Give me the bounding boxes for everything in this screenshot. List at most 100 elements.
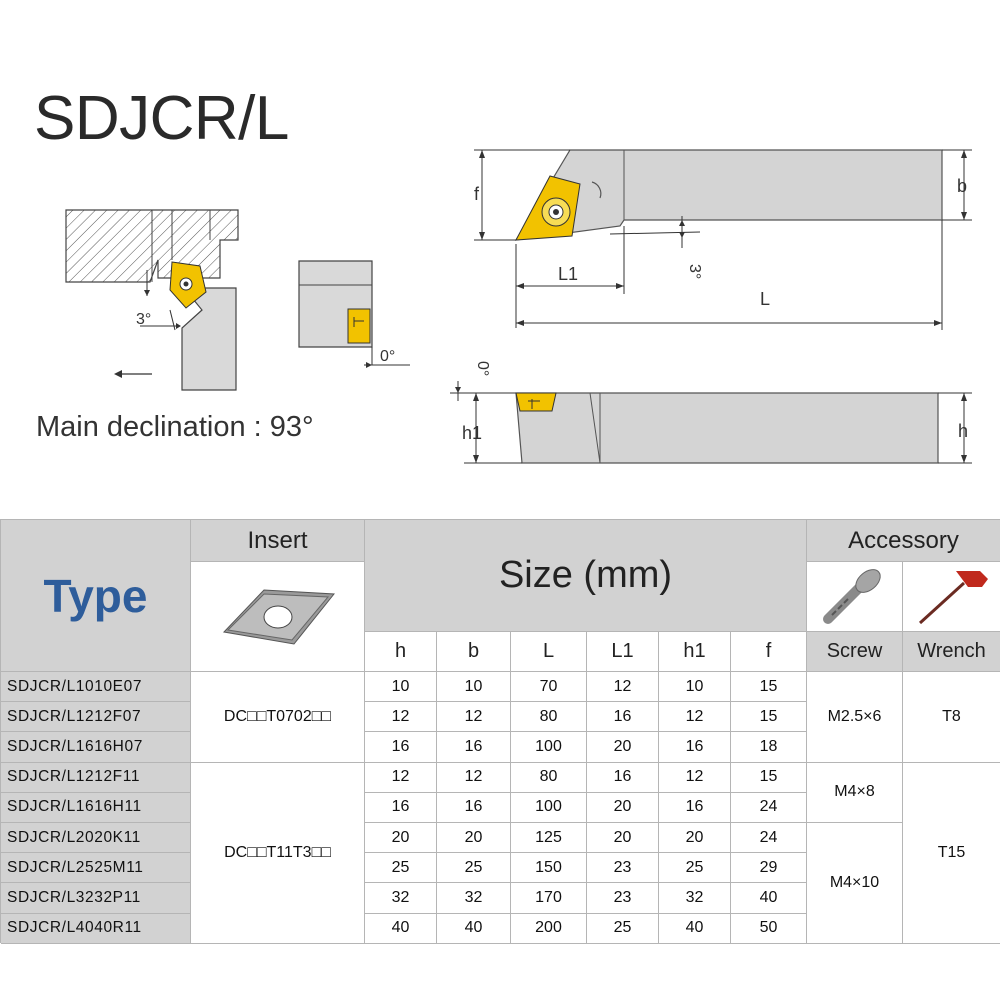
value-cell: 16 xyxy=(587,762,659,793)
type-name-cell: SDJCR/L4040R11 xyxy=(1,913,191,944)
value-cell: 16 xyxy=(659,792,731,823)
type-name-cell: SDJCR/L1616H07 xyxy=(1,732,191,763)
value-cell: 29 xyxy=(731,853,807,884)
value-cell: 80 xyxy=(511,762,587,793)
side-view-schematic: 0° xyxy=(298,260,410,368)
column-header-L1: L1 xyxy=(587,632,659,672)
value-cell: 32 xyxy=(659,883,731,914)
value-cell: 20 xyxy=(437,823,511,854)
type-name-cell: SDJCR/L1010E07 xyxy=(1,672,191,703)
value-cell: 100 xyxy=(511,792,587,823)
value-cell: 24 xyxy=(731,823,807,854)
accessory-header: Accessory xyxy=(807,520,1000,562)
dim-h1-label: h1 xyxy=(462,423,482,443)
value-cell: 10 xyxy=(365,672,437,703)
type-name-cell: SDJCR/L2525M11 xyxy=(1,853,191,884)
screw-cell: M4×8 xyxy=(807,762,903,823)
value-cell: 40 xyxy=(437,913,511,944)
value-cell: 23 xyxy=(587,853,659,884)
type-header: Type xyxy=(1,520,191,672)
size-header: Size (mm) xyxy=(365,520,807,632)
insert-icon xyxy=(222,588,335,645)
screw-cell: M2.5×6 xyxy=(807,672,903,763)
value-cell: 20 xyxy=(587,792,659,823)
value-cell: 15 xyxy=(731,702,807,733)
value-cell: 200 xyxy=(511,913,587,944)
type-name-cell: SDJCR/L1212F07 xyxy=(1,702,191,733)
type-name-cell: SDJCR/L1616H11 xyxy=(1,792,191,823)
value-cell: 12 xyxy=(587,672,659,703)
value-cell: 16 xyxy=(365,732,437,763)
value-cell: 100 xyxy=(511,732,587,763)
value-cell: 70 xyxy=(511,672,587,703)
value-cell: 25 xyxy=(587,913,659,944)
column-header-h: h xyxy=(365,632,437,672)
angle-3-label-top: 3° xyxy=(686,264,703,279)
value-cell: 15 xyxy=(731,762,807,793)
value-cell: 40 xyxy=(659,913,731,944)
value-cell: 40 xyxy=(731,883,807,914)
type-name-cell: SDJCR/L1212F11 xyxy=(1,762,191,793)
main-declination-label: Main declination : 93° xyxy=(36,411,314,443)
value-cell: 12 xyxy=(659,762,731,793)
screw-icon xyxy=(822,568,881,624)
insert-code-cell: DC□□T0702□□ xyxy=(191,672,365,763)
screw-image-cell xyxy=(807,562,903,632)
value-cell: 16 xyxy=(659,732,731,763)
value-cell: 10 xyxy=(659,672,731,703)
value-cell: 24 xyxy=(731,792,807,823)
value-cell: 12 xyxy=(437,702,511,733)
tool-top-view: f b 3° L1 L xyxy=(474,149,972,330)
value-cell: 32 xyxy=(365,883,437,914)
value-cell: 16 xyxy=(437,792,511,823)
wrench-image-cell xyxy=(903,562,1000,632)
column-header-h1: h1 xyxy=(659,632,731,672)
dim-b-label: b xyxy=(957,176,967,196)
value-cell: 15 xyxy=(731,672,807,703)
value-cell: 16 xyxy=(587,702,659,733)
workpiece xyxy=(65,209,239,283)
column-header-L: L xyxy=(511,632,587,672)
tool-holder xyxy=(169,261,237,391)
column-header-b: b xyxy=(437,632,511,672)
insert-header: Insert xyxy=(191,520,365,562)
wrench-header: Wrench xyxy=(903,632,1000,672)
screw-header: Screw xyxy=(807,632,903,672)
dim-L1-label: L1 xyxy=(558,264,578,284)
angle-3-label: 3° xyxy=(136,311,151,328)
value-cell: 23 xyxy=(587,883,659,914)
insert-image-cell xyxy=(191,562,365,672)
value-cell: 40 xyxy=(365,913,437,944)
type-name-cell: SDJCR/L2020K11 xyxy=(1,823,191,854)
insert-code-cell: DC□□T11T3□□ xyxy=(191,762,365,944)
value-cell: 25 xyxy=(437,853,511,884)
feed-direction-arrow xyxy=(114,370,152,378)
value-cell: 10 xyxy=(437,672,511,703)
value-cell: 12 xyxy=(365,762,437,793)
value-cell: 25 xyxy=(365,853,437,884)
value-cell: 18 xyxy=(731,732,807,763)
value-cell: 12 xyxy=(437,762,511,793)
value-cell: 16 xyxy=(365,792,437,823)
dim-f-label: f xyxy=(474,184,480,204)
value-cell: 170 xyxy=(511,883,587,914)
page-title: SDJCR/L xyxy=(34,84,289,153)
value-cell: 20 xyxy=(587,823,659,854)
value-cell: 12 xyxy=(659,702,731,733)
value-cell: 25 xyxy=(659,853,731,884)
column-header-f: f xyxy=(731,632,807,672)
tool-side-view: 0° h1 h xyxy=(450,361,972,464)
wrench-icon xyxy=(918,570,988,624)
wrench-cell: T8 xyxy=(903,672,1000,763)
angle-0-label-side: 0° xyxy=(380,348,395,365)
value-cell: 20 xyxy=(587,732,659,763)
value-cell: 16 xyxy=(437,732,511,763)
value-cell: 80 xyxy=(511,702,587,733)
value-cell: 150 xyxy=(511,853,587,884)
value-cell: 12 xyxy=(365,702,437,733)
dim-h-label: h xyxy=(958,421,968,441)
value-cell: 20 xyxy=(659,823,731,854)
dim-L-label: L xyxy=(760,289,770,309)
screw-cell: M4×10 xyxy=(807,823,903,944)
